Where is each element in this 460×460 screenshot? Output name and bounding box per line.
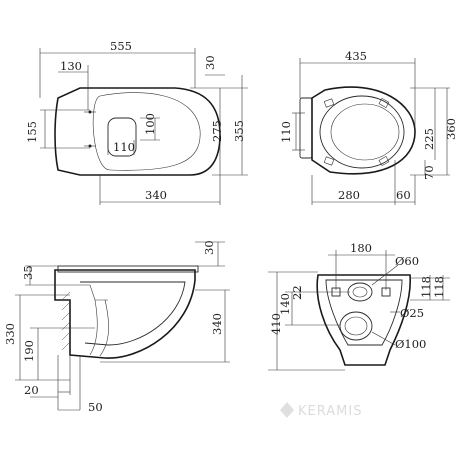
- dim-width: 435: [345, 49, 367, 63]
- dim-height: 410: [269, 313, 283, 335]
- dim-bowl-depth: 340: [210, 313, 224, 335]
- outlet-shape: [107, 117, 137, 157]
- bowl-inner: [92, 92, 201, 171]
- dim-front-offset: 70: [422, 165, 436, 180]
- dim-inner-height: 140: [278, 293, 292, 315]
- dim-outlet-width: 100: [143, 113, 157, 135]
- hinge-block: [299, 97, 313, 159]
- bowl-outline: [54, 87, 221, 176]
- dim-seat-thickness: 30: [202, 240, 216, 255]
- dim-side-a: 118: [419, 276, 433, 298]
- seat-section: [57, 265, 199, 273]
- pipe-outlet: [339, 311, 373, 341]
- dim-offset-small: 22: [290, 285, 304, 300]
- section-outline: [54, 269, 196, 359]
- dim-wall-offset: 20: [24, 383, 39, 397]
- rear-outline: [316, 274, 411, 366]
- label-pipe-small: Ø25: [400, 306, 424, 320]
- watermark-text: KERAMIS: [298, 404, 362, 419]
- section-inner: [80, 281, 186, 346]
- dim-outlet-height: 190: [22, 340, 36, 362]
- dim-outlet-run: 50: [88, 400, 103, 414]
- dim-side-b: 118: [432, 276, 446, 298]
- top-view: 435 110 225 360 70 280 60: [279, 49, 458, 205]
- seat-outline: [311, 86, 416, 175]
- pipe-large: [347, 282, 373, 302]
- dim-base-length: 280: [338, 188, 360, 202]
- watermark: KERAMIS: [280, 402, 362, 419]
- rear-inner: [325, 279, 403, 346]
- side-view-top: 555 130 30 155 100 110 275 355 340: [25, 39, 248, 205]
- dim-hinge-gap: 110: [279, 121, 293, 143]
- dim-bottom-length: 340: [145, 188, 167, 202]
- dim-seat-length: 225: [422, 128, 436, 150]
- dim-seat-gap: 30: [203, 55, 217, 70]
- dim-mount-height: 155: [25, 121, 39, 143]
- dim-outlet-offset: 110: [113, 140, 135, 154]
- dim-rim-drop: 35: [21, 265, 35, 280]
- dim-rim-offset: 130: [60, 59, 82, 73]
- dim-front-height: 275: [210, 120, 224, 142]
- dim-tail: 60: [396, 188, 411, 202]
- dim-overall-height: 355: [232, 120, 246, 142]
- seat-opening: [319, 95, 405, 169]
- dim-width-total: 555: [110, 39, 132, 53]
- label-pipe-large: Ø60: [395, 254, 419, 268]
- label-pipe-outlet: Ø100: [395, 337, 426, 351]
- watermark-logo-icon: [280, 402, 294, 418]
- dim-bolt-spacing: 180: [350, 241, 372, 255]
- dim-height-total: 330: [3, 323, 17, 345]
- dim-overall-length: 360: [444, 118, 458, 140]
- section-view: 30 35 330 340 190 20 50: [3, 240, 230, 414]
- rear-view: 180 Ø60 Ø25 Ø100 410 140 22 118 118: [268, 241, 450, 371]
